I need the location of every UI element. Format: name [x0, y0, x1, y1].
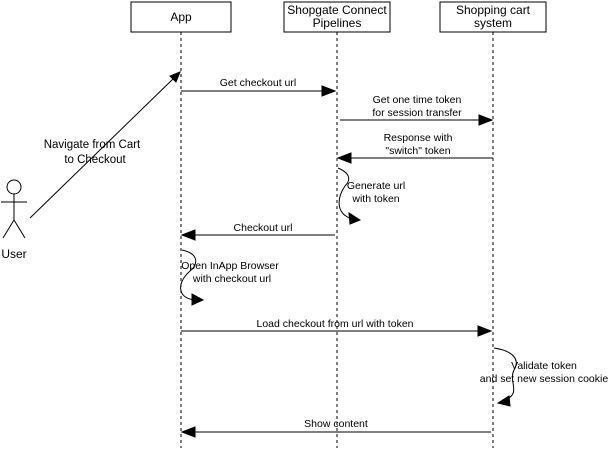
message-label: Load checkout from url with token: [257, 318, 414, 330]
arrowhead-right: [477, 325, 493, 337]
participant-cart[interactable]: Shopping cart system: [439, 1, 547, 33]
actor-right-leg: [13, 219, 26, 239]
participant-pipelines[interactable]: Shopgate Connect Pipelines: [283, 1, 391, 33]
message-label-line1: Open InApp Browser: [181, 260, 279, 272]
participant-app[interactable]: App: [130, 1, 232, 33]
message-label-line2: for session transfer: [372, 107, 462, 119]
arrowhead-left: [336, 152, 352, 164]
navigate-arrowhead: [169, 71, 181, 83]
message-label-line1: Generate url: [347, 180, 405, 192]
message-show-content[interactable]: Show content: [180, 418, 491, 438]
self-curve: [337, 167, 353, 220]
arrowhead-right: [321, 85, 337, 97]
participant-pipelines-label-line2: Pipelines: [313, 16, 362, 30]
participant-pipelines-label-line1: Shopgate Connect: [287, 3, 387, 17]
message-label-line2: "switch" token: [385, 145, 450, 157]
message-open-inapp-browser[interactable]: Open InApp Browser with checkout url: [180, 249, 280, 306]
navigate-arrow-line: [29, 77, 175, 219]
message-get-checkout-url[interactable]: Get checkout url: [181, 77, 337, 97]
message-label: Checkout url: [234, 222, 293, 234]
navigate-message[interactable]: Navigate from Cart to Checkout: [29, 71, 181, 219]
participant-cart-label-line1: Shopping cart: [456, 3, 531, 17]
message-label-line1: Response with: [384, 132, 453, 144]
message-checkout-url[interactable]: Checkout url: [180, 222, 335, 241]
participant-app-label: App: [170, 10, 192, 24]
message-label-line2: with token: [351, 193, 399, 205]
self-curve: [493, 347, 517, 401]
arrowhead-right: [478, 114, 494, 126]
arrowhead-self: [191, 293, 205, 306]
arrowhead-left: [180, 229, 196, 241]
self-curve: [180, 249, 197, 301]
user-label: User: [1, 247, 26, 261]
navigate-label-line2: to Checkout: [64, 154, 126, 166]
user-actor[interactable]: User: [1, 179, 27, 261]
arrowhead-self: [496, 395, 511, 407]
message-label-line1: Validate token: [511, 360, 577, 372]
message-generate-url[interactable]: Generate url with token: [337, 167, 405, 225]
participant-cart-label-line2: system: [474, 16, 512, 30]
message-label-line2: with checkout url: [192, 273, 271, 285]
message-label: Show content: [304, 418, 368, 430]
message-response-switch-token[interactable]: Response with "switch" token: [336, 132, 493, 164]
actor-left-leg: [2, 219, 15, 239]
message-validate-token[interactable]: Validate token and set new session cooki…: [480, 347, 609, 407]
navigate-label-line1: Navigate from Cart: [44, 139, 141, 151]
arrowhead-self: [348, 212, 362, 225]
message-label-line2: and set new session cookie: [480, 373, 609, 385]
message-load-checkout[interactable]: Load checkout from url with token: [181, 318, 493, 337]
arrowhead-left: [180, 426, 196, 438]
message-label-line1: Get one time token: [373, 94, 462, 106]
message-get-one-time-token[interactable]: Get one time token for session transfer: [340, 94, 494, 126]
message-label: Get checkout url: [220, 77, 296, 89]
actor-head: [6, 179, 22, 195]
